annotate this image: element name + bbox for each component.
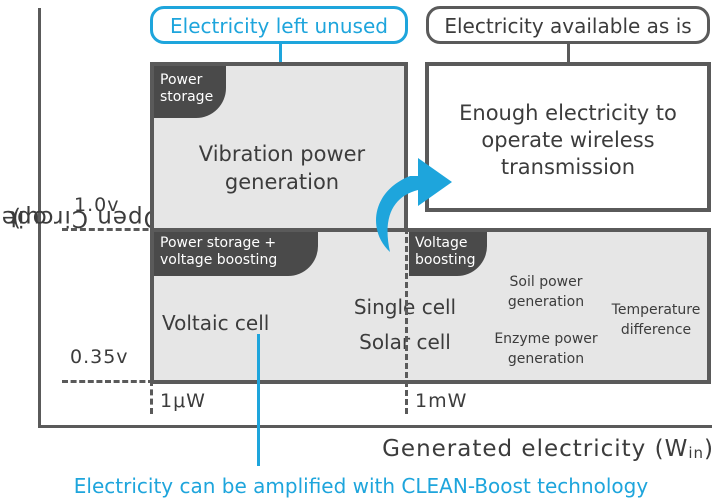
region-wireless: Enough electricity to operate wireless t… (425, 62, 711, 212)
threshold-1uw-line (150, 380, 153, 414)
threshold-1mw-line (405, 228, 408, 414)
y-axis (38, 8, 41, 428)
callout-left-connector (279, 44, 282, 64)
x-axis (38, 425, 712, 428)
boost-arrow-icon (376, 158, 452, 252)
temperature-text: Temperature difference (611, 302, 701, 338)
x-axis-label: Generated electricity (Win) (382, 436, 714, 462)
enzyme-power-text: Enzyme power generation (494, 331, 598, 367)
voltaic-cell-text: Voltaic cell (162, 311, 270, 335)
tag-storage-boosting: Power storage + voltage boosting (154, 232, 318, 276)
bottom-connector (257, 334, 260, 466)
wireless-text: Enough electricity to operate wireless t… (459, 101, 677, 179)
y-tick-1v: 1.0v (74, 194, 120, 216)
tag-voltage-boosting: Voltage boosting (409, 232, 487, 276)
x-tick-1mw: 1mW (415, 390, 468, 412)
single-cell-text: Single cell (353, 295, 457, 319)
tag-power-storage: Power storage (154, 66, 226, 118)
threshold-035v-line (62, 380, 154, 383)
callout-left-unused: Electricity left unused (150, 6, 408, 44)
x-tick-1uw: 1μW (160, 390, 206, 412)
callout-available-connector (567, 44, 570, 64)
callout-clean-boost: Electricity can be amplified with CLEAN-… (73, 474, 649, 498)
vibration-text: Vibration power generation (198, 142, 366, 194)
soil-power-text: Soil power generation (507, 274, 585, 310)
y-tick-035v: 0.35v (70, 346, 129, 368)
region-vibration: Power storage Vibration power generation (150, 62, 408, 232)
callout-available: Electricity available as is (426, 6, 710, 44)
threshold-1v-line (62, 228, 408, 231)
